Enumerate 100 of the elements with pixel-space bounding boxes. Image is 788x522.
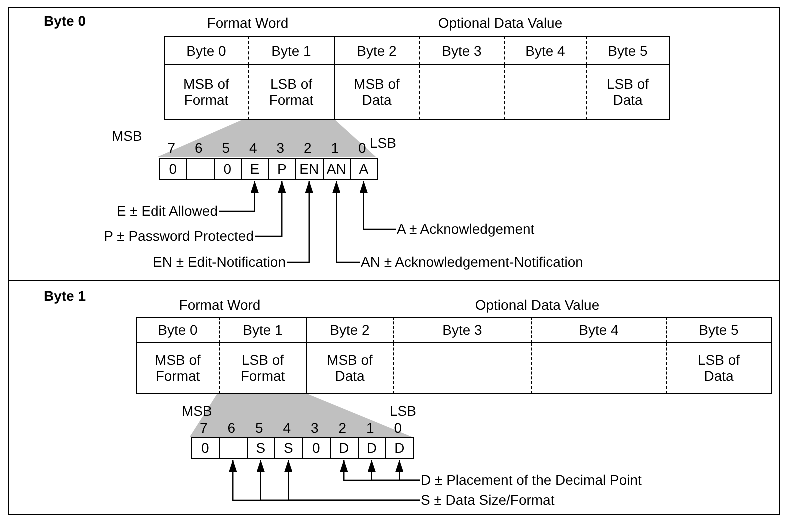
table-cell xyxy=(136,343,220,394)
table-cell xyxy=(164,65,249,120)
bit-order-label: LSB xyxy=(390,403,416,419)
bit-cell xyxy=(385,437,414,459)
cell-text: LSB of Format xyxy=(240,352,286,384)
bit-cell xyxy=(159,158,188,180)
cell-text: Byte 1 xyxy=(270,42,312,58)
arrow xyxy=(219,181,259,212)
bit-number: 4 xyxy=(249,140,258,156)
bit-value: AN xyxy=(326,161,346,177)
cell-text: Byte 2 xyxy=(356,42,398,58)
bit-description: E ± Edit Allowed xyxy=(116,203,218,220)
bit-cell xyxy=(302,437,331,459)
table-cell xyxy=(666,317,772,343)
bit-cell xyxy=(240,158,269,180)
bit-cell xyxy=(268,158,296,180)
cell-text: Byte 3 xyxy=(442,322,484,338)
cell-text: Byte 4 xyxy=(524,42,566,58)
bit-value: D xyxy=(339,440,350,456)
cell-text: Byte 2 xyxy=(329,322,371,338)
arrow xyxy=(284,460,420,502)
bit-value: A xyxy=(359,161,369,177)
bit-cell xyxy=(295,158,324,180)
bit-value: 0 xyxy=(169,161,178,177)
bit-value: 0 xyxy=(312,440,320,456)
bit-number: 0 xyxy=(394,420,402,436)
bit-order-label: MSB xyxy=(182,403,212,419)
table-cell xyxy=(334,36,420,65)
bit-number: 0 xyxy=(358,140,366,156)
bit-cell xyxy=(358,437,386,459)
bit-description: P ± Password Protected xyxy=(104,228,254,245)
arrow xyxy=(360,181,396,230)
bit-cell xyxy=(322,158,351,180)
bit-value: E xyxy=(250,161,260,177)
group-heading: Optional Data Value xyxy=(475,297,600,313)
cell-text: LSB of Data xyxy=(606,76,650,108)
bit-value: 0 xyxy=(201,440,210,456)
table-cell xyxy=(666,343,772,394)
bit-value: S xyxy=(284,440,294,456)
bit-number: 5 xyxy=(255,420,264,436)
cell-text: Byte 0 xyxy=(157,322,199,338)
table-cell xyxy=(136,317,220,343)
bit-number: 6 xyxy=(228,420,236,436)
section-heading: Byte 1 xyxy=(44,288,86,304)
bit-number: 7 xyxy=(168,140,176,156)
bit-number: 4 xyxy=(283,420,292,436)
bit-value: EN xyxy=(300,161,320,177)
bit-cell xyxy=(214,158,242,180)
cell-text: MSB of Format xyxy=(154,352,202,384)
group-heading: Format Word xyxy=(179,297,261,313)
section-heading: Byte 0 xyxy=(44,13,86,29)
cell-text: MSB of Data xyxy=(353,76,401,108)
table-cell xyxy=(306,317,394,343)
bit-number: 2 xyxy=(304,140,312,156)
cell-text: MSB of Format xyxy=(182,76,230,108)
bit-number: 3 xyxy=(310,420,319,436)
table-cell xyxy=(504,36,587,65)
bit-number: 5 xyxy=(222,140,230,156)
bit-number: 3 xyxy=(276,140,285,156)
bit-description: S ± Data Size/Format xyxy=(421,492,555,509)
arrow xyxy=(396,460,420,482)
bit-description: AN ± Acknowledgement-Notification xyxy=(361,254,584,271)
cell-text: Byte 4 xyxy=(578,322,620,338)
bit-value: S xyxy=(256,440,266,456)
bit-description: D ± Placement of the Decimal Point xyxy=(421,472,642,489)
bit-value: P xyxy=(277,161,287,177)
bit-cell xyxy=(350,158,378,180)
bit-number: 2 xyxy=(338,420,347,436)
cell-text: LSB of Data xyxy=(696,352,742,384)
section-panel xyxy=(8,281,780,515)
table-cell xyxy=(586,65,670,120)
bit-number: 1 xyxy=(331,140,340,156)
group-heading: Optional Data Value xyxy=(438,15,563,31)
bit-value: 0 xyxy=(224,161,232,177)
table-cell xyxy=(531,317,667,343)
cell-text: Byte 3 xyxy=(441,42,483,58)
section-panel xyxy=(8,7,780,281)
table-cell xyxy=(393,317,532,343)
arrow xyxy=(255,181,286,238)
bit-cell xyxy=(274,437,303,459)
bit-number: 7 xyxy=(200,420,208,436)
table-cell xyxy=(219,317,307,343)
arrow xyxy=(332,181,360,264)
cell-text: Byte 5 xyxy=(698,322,740,338)
cell-text: LSB of Format xyxy=(268,76,315,108)
bit-cell xyxy=(330,437,358,459)
bit-description: A ± Acknowledgement xyxy=(397,221,535,238)
bit-value: D xyxy=(394,440,405,456)
bit-value: D xyxy=(366,440,377,456)
bit-order-label: MSB xyxy=(112,128,142,144)
bit-number: 1 xyxy=(366,420,374,436)
cell-text: Byte 0 xyxy=(186,42,228,58)
arrow xyxy=(287,181,314,264)
table-cell xyxy=(248,65,335,120)
cell-text: Byte 5 xyxy=(607,42,649,58)
bit-cell xyxy=(246,437,276,459)
table-cell xyxy=(419,36,505,65)
table-cell xyxy=(219,343,307,394)
table-cell xyxy=(586,36,670,65)
table-cell xyxy=(248,36,335,65)
